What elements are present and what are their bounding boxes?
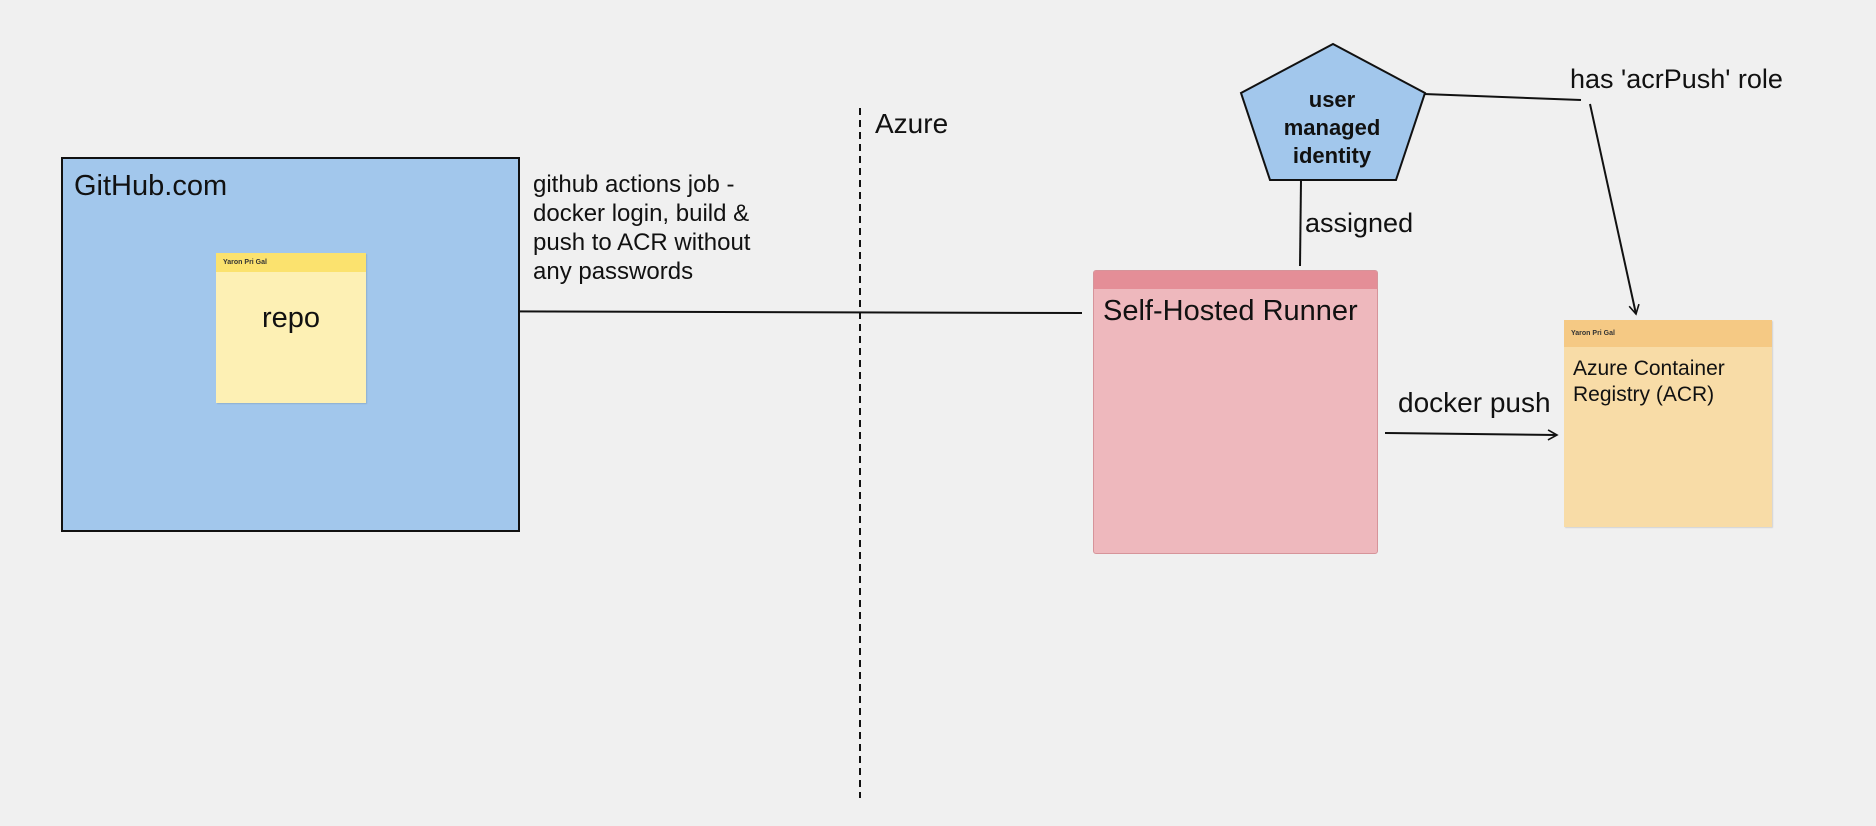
- runner-header: [1094, 271, 1377, 289]
- github-title: GitHub.com: [74, 170, 228, 202]
- runner-to-acr-arrow: [1384, 429, 1559, 441]
- identity-to-runner-line: [1299, 179, 1302, 267]
- acr-note-author: Yaron Pri Gal: [1571, 330, 1615, 337]
- repo-label: repo: [261, 302, 321, 334]
- repo-sticky-note: Yaron Pri Gal repo: [216, 253, 366, 403]
- identity-pentagon: [1239, 42, 1427, 181]
- repo-note-author: Yaron Pri Gal: [223, 259, 267, 266]
- role-to-acr-arrow: [1589, 103, 1640, 316]
- repo-note-header: [216, 253, 366, 272]
- docker-push-label: docker push: [1398, 387, 1551, 418]
- azure-label: Azure: [875, 108, 949, 139]
- identity-label: user managed identity: [1283, 87, 1381, 168]
- self-hosted-runner: Self-Hosted Runner: [1093, 270, 1378, 554]
- job-description: github actions job - docker login, build…: [533, 171, 751, 285]
- identity-to-role-line: [1423, 93, 1582, 101]
- acr-note-header: [1564, 320, 1772, 347]
- acr-sticky-note: Yaron Pri Gal Azure Container Registry (…: [1564, 320, 1772, 527]
- assigned-label: assigned: [1305, 208, 1414, 238]
- role-label: has 'acrPush' role: [1570, 64, 1783, 94]
- acr-label: Azure Container Registry (ACR): [1573, 357, 1725, 406]
- runner-label: Self-Hosted Runner: [1103, 295, 1358, 327]
